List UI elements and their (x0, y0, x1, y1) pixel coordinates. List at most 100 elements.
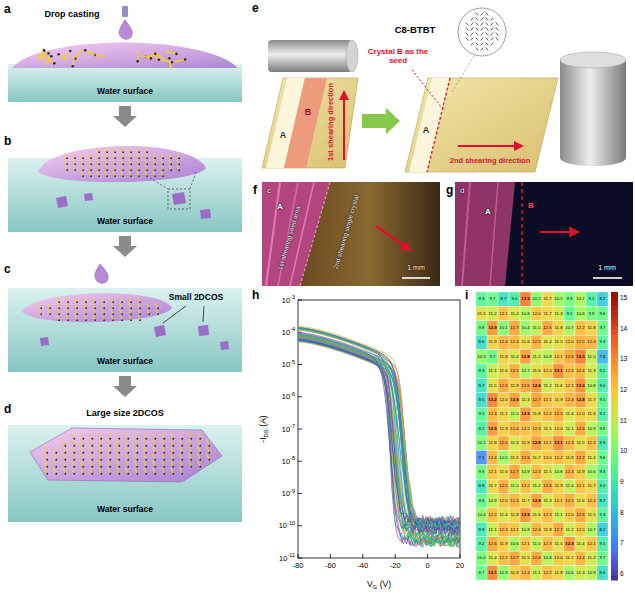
annotation: 1 mm (598, 264, 616, 272)
panel-e-illustration-part (362, 108, 400, 134)
colorbar (611, 470, 618, 475)
molecule-head (100, 452, 102, 454)
transfer-curve (298, 339, 460, 536)
molecule-head (103, 313, 105, 315)
cell-value: 12.0 (543, 455, 551, 460)
cell-value: 9.5 (567, 311, 573, 316)
cell-value: 12.5 (499, 484, 507, 489)
lattice-molecule (476, 27, 479, 30)
molecule-head (118, 438, 120, 440)
molecule-head (76, 301, 78, 303)
heatmap-cell (520, 494, 531, 508)
colorbar (611, 417, 618, 422)
axis-ticks-part (298, 429, 302, 430)
molecule-rod (113, 154, 115, 158)
molecule-head (90, 163, 92, 165)
cell-value: 12.2 (587, 441, 595, 446)
axis-ticks (298, 300, 460, 558)
molecule-head (114, 163, 116, 165)
cell-value: 11.3 (510, 441, 518, 446)
molecule-head (163, 459, 165, 461)
heatmap-cell (476, 393, 487, 407)
molecule-rod (54, 454, 57, 459)
cell-value: 11.5 (554, 542, 562, 547)
heatmap-cell (597, 494, 608, 508)
molecule-rod (169, 166, 171, 170)
cell-value: 12.4 (587, 340, 595, 345)
molecule-head (46, 459, 48, 461)
molecule-rod (137, 154, 139, 158)
annotation: Drop casting (44, 9, 99, 19)
heatmap-cell (575, 292, 586, 306)
tick-label: 10-6 (282, 391, 295, 402)
molecule-rod (137, 51, 139, 61)
heatmap-cell (542, 306, 553, 320)
molecule-head (100, 466, 102, 468)
colorbar (611, 484, 618, 489)
heatmap-cell (553, 422, 564, 436)
panel-d-illustration (8, 425, 242, 522)
heatmap-cell (531, 393, 542, 407)
heatmap-cell (487, 551, 498, 565)
tick-label: 10-4 (282, 327, 295, 338)
molecule-head (98, 169, 100, 171)
transfer-curve (298, 341, 460, 529)
annotation: Crystal B as the seed (359, 47, 437, 65)
molecule-rod (111, 304, 113, 308)
heatmap-cell (476, 537, 487, 551)
cell-value: 13.1 (554, 441, 562, 446)
cell-value: 11.9 (510, 570, 518, 575)
molecule-rod (99, 461, 102, 466)
molecule-head (73, 438, 75, 440)
colorbar (611, 450, 618, 455)
heatmap-cell (553, 306, 564, 320)
transfer-curve (298, 341, 460, 533)
molecule-rod (152, 53, 159, 60)
colorbar (611, 316, 618, 321)
tick-label: 0 (426, 562, 430, 571)
lattice-molecule (491, 17, 494, 20)
colorbar-tick: 15 (620, 294, 627, 301)
tick-exponent: -11 (287, 552, 295, 558)
molecule-rod (93, 304, 95, 308)
molecule-head (40, 313, 42, 315)
colorbar (611, 561, 618, 566)
cell-value: 10.8 (587, 383, 595, 388)
molecule-rod (72, 447, 75, 452)
molecule-head (130, 169, 132, 171)
molecule-rod (73, 160, 75, 164)
molecule-rod (93, 316, 95, 320)
molecule-head (100, 438, 102, 440)
molecule-head (90, 157, 92, 159)
cell-value: 12.4 (510, 426, 518, 431)
lattice-molecule (481, 12, 484, 15)
lattice-molecule (496, 27, 499, 30)
lattice-molecule (481, 22, 484, 25)
molecule-rod (162, 454, 165, 459)
cell-value: 9.3 (600, 513, 606, 518)
cell-value: 12.0 (554, 426, 562, 431)
molecule-rod (129, 154, 131, 158)
molecule-head (76, 307, 78, 309)
lattice-molecule (491, 37, 494, 40)
heatmap-cell (586, 479, 597, 493)
molecule-head (208, 459, 210, 461)
heatmap-cell (498, 335, 509, 349)
molecule-head (130, 307, 132, 309)
lattice-molecule (496, 22, 499, 25)
cell-value: 11.8 (565, 455, 573, 460)
cell-value: 11.0 (587, 354, 595, 359)
molecule-rod (97, 154, 99, 158)
molecule-rod (89, 154, 91, 158)
heatmap-cell (542, 393, 553, 407)
molecule-head (64, 466, 66, 468)
heatmap-cell (520, 378, 531, 392)
cell-value: 9.7 (600, 326, 606, 331)
lattice-molecule (471, 37, 474, 40)
molecule-rod (63, 454, 66, 459)
molecule-rod (120, 310, 122, 314)
tick-label: -60 (325, 562, 336, 571)
molecule-head (112, 319, 114, 321)
molecule-head (74, 169, 76, 171)
